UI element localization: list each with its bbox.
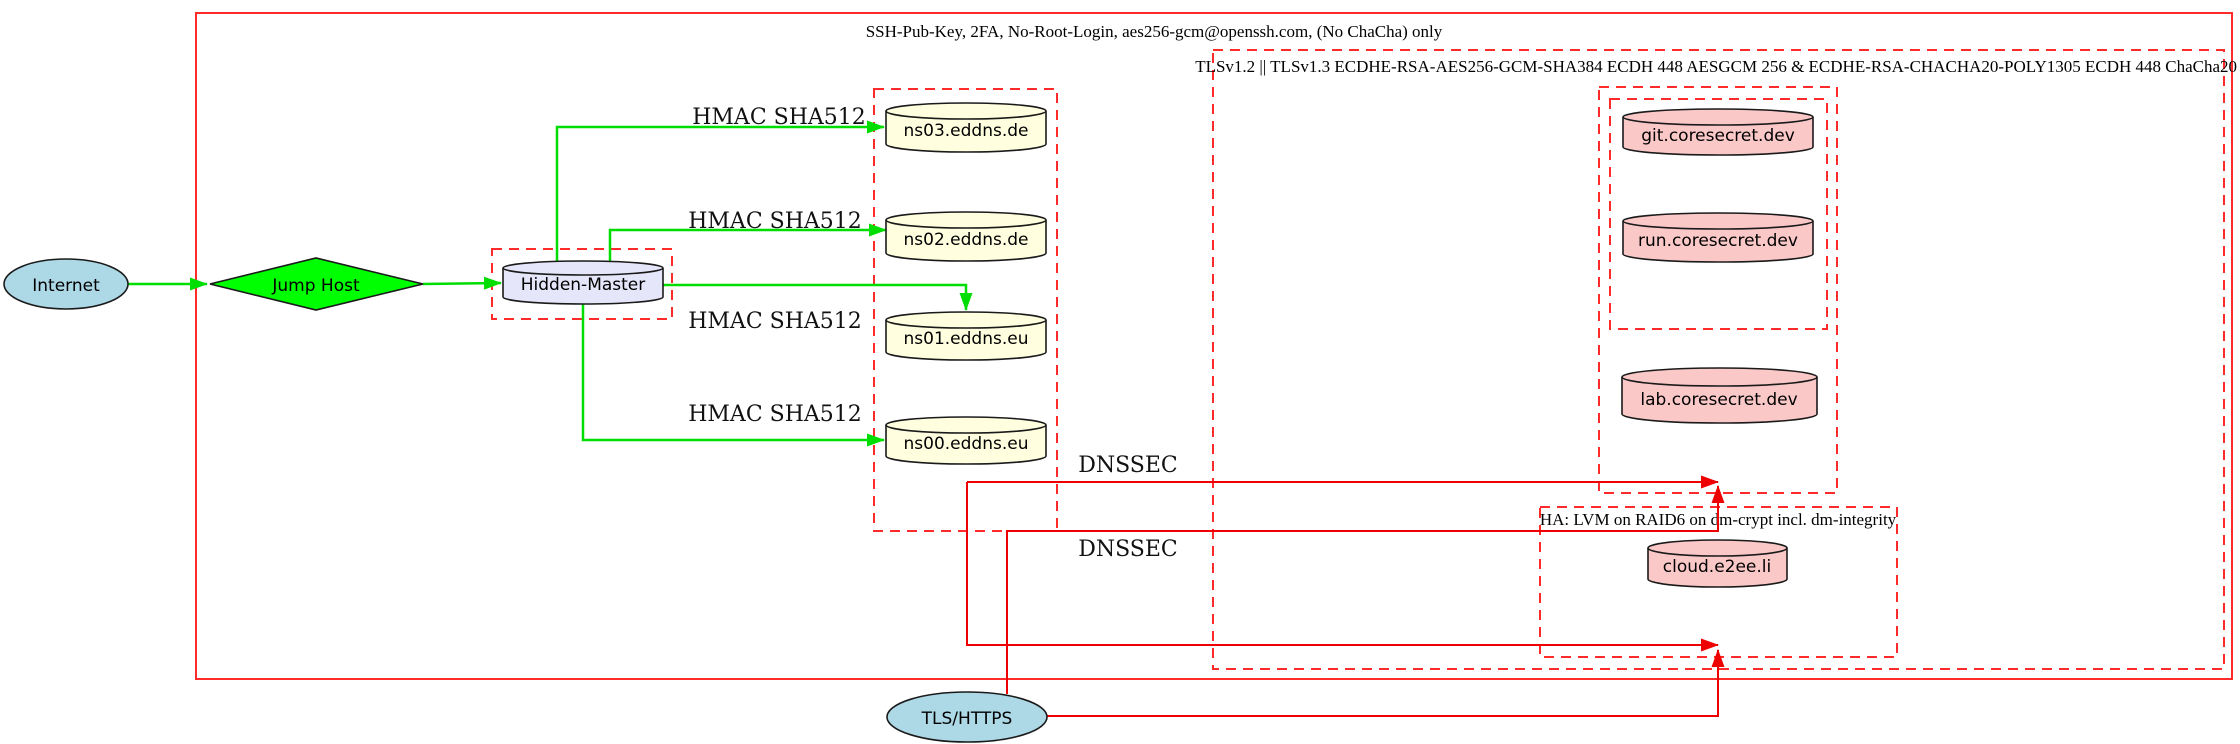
node-tls-https-label: TLS/HTTPS xyxy=(921,709,1013,729)
edge-label-hmac-ns02: HMAC SHA512 xyxy=(688,209,862,234)
tls-https-ellipse xyxy=(886,691,1048,743)
node-ns02-label: ns02.eddns.de xyxy=(904,230,1029,250)
ns03-cylinder xyxy=(885,102,1047,153)
node-tls-https: TLS/HTTPS xyxy=(886,691,1048,743)
git-cylinder xyxy=(1622,108,1814,156)
edge-hiddenmaster-to-ns01 xyxy=(663,283,973,311)
edge-label-dnssec-core: DNSSEC xyxy=(1078,453,1178,478)
node-hidden-master-label: Hidden-Master xyxy=(521,275,646,295)
cloud-cylinder-lid xyxy=(1647,547,1788,557)
edge-hiddenmaster-to-ns02 xyxy=(608,223,887,261)
node-ns02: ns02.eddns.de xyxy=(885,211,1047,262)
node-run: run.coresecret.dev xyxy=(1622,212,1814,263)
edge-label-hmac-ns00: HMAC SHA512 xyxy=(688,402,862,427)
edge-label-hmac-ns03: HMAC SHA512 xyxy=(692,105,866,130)
node-git-label: git.coresecret.dev xyxy=(1641,126,1795,146)
edge-dnssec-to-ha xyxy=(966,482,1719,652)
node-ns03: ns03.eddns.de xyxy=(885,102,1047,153)
jump-host-diamond xyxy=(209,257,424,311)
node-hidden-master: Hidden-Master xyxy=(502,260,664,305)
node-ns00: ns00.eddns.eu xyxy=(885,416,1047,465)
node-lab-label: lab.coresecret.dev xyxy=(1640,390,1797,410)
edge-tls-to-coresecret xyxy=(1006,485,1725,694)
node-git: git.coresecret.dev xyxy=(1622,108,1814,156)
node-ns01: ns01.eddns.eu xyxy=(885,311,1047,361)
node-jump-host: Jump Host xyxy=(209,257,424,311)
cluster-coresecret-outer-border xyxy=(1598,86,1838,494)
cluster-nameservers-border xyxy=(873,88,1058,532)
node-run-label: run.coresecret.dev xyxy=(1638,231,1798,251)
edge-label-dnssec-ha: DNSSEC xyxy=(1078,537,1178,562)
node-cloud: cloud.e2ee.li xyxy=(1647,539,1788,588)
node-jump-host-label: Jump Host xyxy=(271,276,360,296)
edge-hiddenmaster-to-ns03 xyxy=(555,120,885,261)
run-cylinder xyxy=(1622,212,1814,263)
node-internet-label: Internet xyxy=(32,276,100,296)
internet-ellipse xyxy=(3,258,129,310)
edge-hiddenmaster-to-ns00 xyxy=(581,304,885,447)
node-internet: Internet xyxy=(3,258,129,310)
lab-cylinder xyxy=(1621,367,1818,424)
ns02-cylinder xyxy=(885,211,1047,262)
node-lab: lab.coresecret.dev xyxy=(1621,367,1818,424)
lab-cylinder-lid xyxy=(1621,376,1818,387)
cloud-cylinder xyxy=(1647,539,1788,588)
ns03-cylinder-lid xyxy=(885,110,1047,120)
edge-tls-to-ha xyxy=(1047,649,1725,717)
node-ns03-label: ns03.eddns.de xyxy=(904,121,1029,141)
ns01-cylinder-lid xyxy=(885,319,1047,329)
git-cylinder-lid xyxy=(1622,116,1814,126)
cluster-ssh-label: SSH-Pub-Key, 2FA, No-Root-Login, aes256-… xyxy=(866,22,1443,41)
cluster-coresecret-inner-border xyxy=(1609,98,1828,330)
cluster-tls-border xyxy=(1212,49,2225,670)
ns01-cylinder xyxy=(885,311,1047,361)
hidden-master-cylinder xyxy=(502,260,664,305)
cluster-tls-label: TLSv1.2 || TLSv1.3 ECDHE-RSA-AES256-GCM-… xyxy=(1195,57,2240,76)
edge-label-hmac-ns01: HMAC SHA512 xyxy=(688,309,862,334)
ns00-cylinder-lid xyxy=(885,424,1047,434)
hidden-master-cylinder-lid xyxy=(502,267,664,276)
ns02-cylinder-lid xyxy=(885,219,1047,229)
node-ns00-label: ns00.eddns.eu xyxy=(904,434,1029,454)
ns00-cylinder xyxy=(885,416,1047,465)
edge-jumphost-to-hiddenmaster xyxy=(422,276,502,290)
cluster-ssh-border xyxy=(195,12,2233,680)
node-cloud-label: cloud.e2ee.li xyxy=(1663,557,1771,577)
node-ns01-label: ns01.eddns.eu xyxy=(904,329,1029,349)
run-cylinder-lid xyxy=(1622,220,1814,230)
